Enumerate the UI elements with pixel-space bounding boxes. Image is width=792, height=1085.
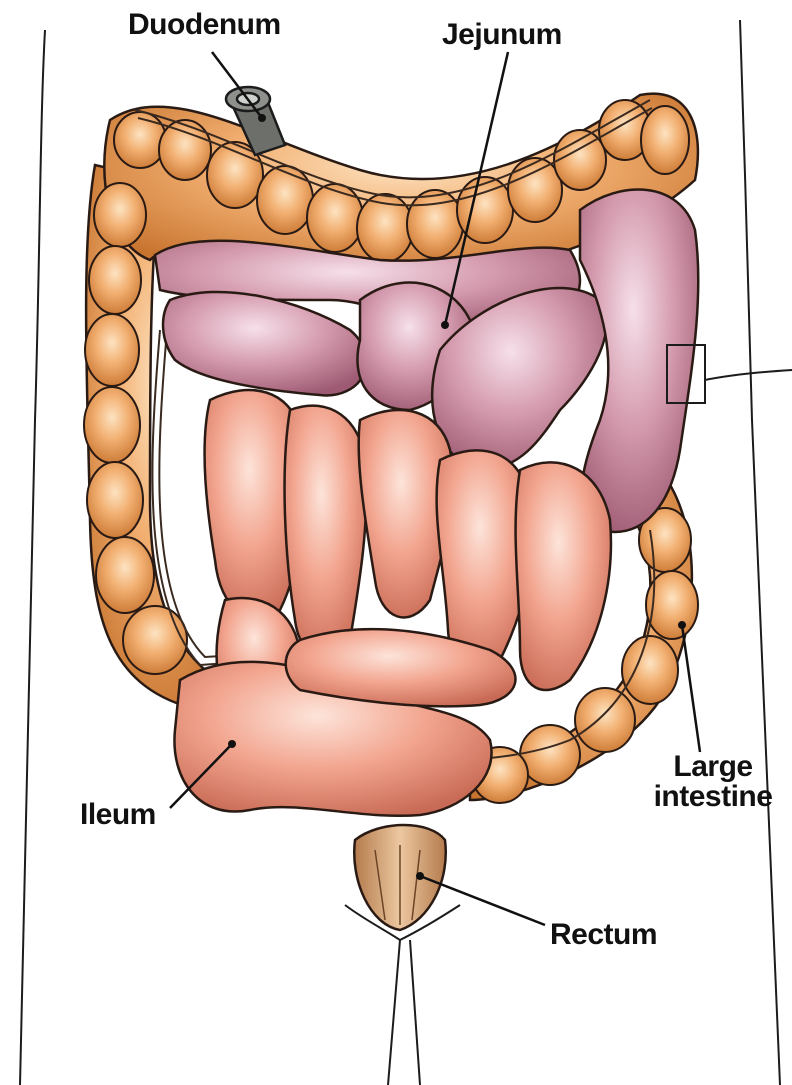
label-jejunum: Jejunum — [442, 20, 562, 50]
label-ileum: Ileum — [80, 800, 156, 830]
label-large-intestine: Large intestine — [640, 752, 786, 812]
label-large-intestine-line1: Large — [640, 752, 786, 782]
label-large-intestine-line2: intestine — [640, 782, 786, 812]
rectum-shape — [354, 825, 446, 930]
leader-large-intestine — [682, 625, 700, 752]
label-duodenum: Duodenum — [128, 10, 281, 40]
label-rectum: Rectum — [550, 920, 657, 950]
